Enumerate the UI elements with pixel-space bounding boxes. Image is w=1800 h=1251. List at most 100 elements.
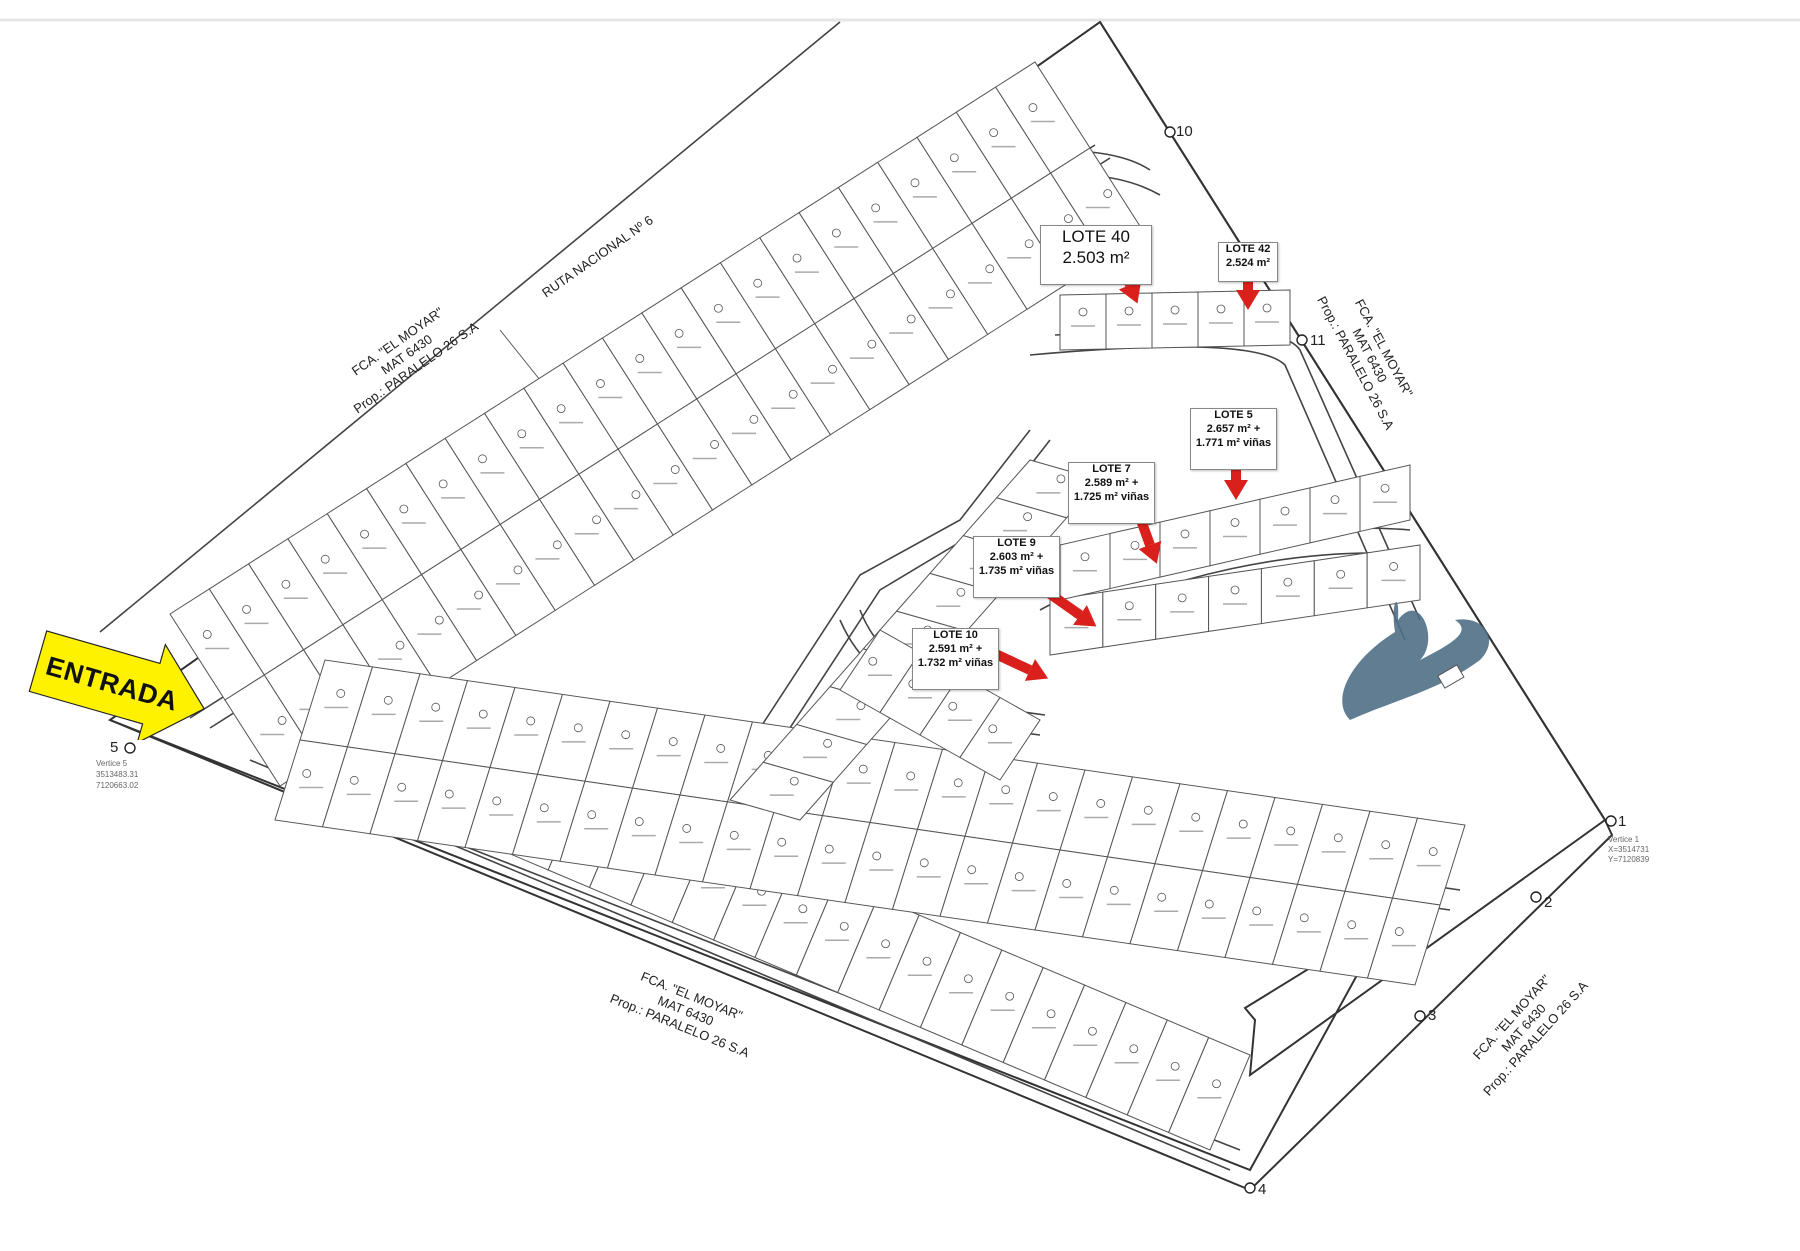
owner-label-southeast: FCA. "EL MOYAR" MAT 6430 Prop.: PARALELO… — [1470, 971, 1591, 1098]
lot-number-circle — [281, 579, 291, 589]
lot-number-circle — [1096, 799, 1106, 808]
lot-number-circle — [716, 744, 726, 753]
lot-number-circle — [674, 328, 684, 338]
callout-lote-40: LOTE 40 2.503 m² — [1040, 225, 1152, 285]
vertex-3-marker — [1414, 1010, 1426, 1022]
vertex-markers — [124, 126, 1617, 1194]
lot-number-circle — [953, 778, 963, 788]
lot-number-circle — [526, 716, 536, 726]
lot-number-circle — [1109, 885, 1119, 895]
lot-parcel — [1155, 575, 1210, 640]
callout-lote-9-vines: 1.735 m² viñas — [978, 564, 1055, 577]
lot-number-circle — [1024, 239, 1034, 249]
callout-lote-9-title: LOTE 9 — [997, 537, 1036, 549]
lot-number-circle — [587, 810, 597, 820]
lot-number-circle — [1262, 303, 1272, 313]
vertex-5-note-line3: 7120663.02 — [96, 781, 139, 790]
lot-number-circle — [434, 615, 444, 625]
vertex-10-label: 10 — [1176, 123, 1193, 140]
callout-lote-10-vines: 1.732 m² viñas — [917, 656, 994, 669]
lot-number-circle — [777, 837, 787, 847]
lot-parcel — [1105, 292, 1153, 350]
highway-edge-line — [99, 21, 841, 633]
lot-number-circle — [789, 776, 799, 786]
lot-number-circle — [910, 178, 920, 188]
lot-number-circle — [713, 303, 723, 313]
lot-parcel — [1260, 560, 1315, 625]
vertex-5-marker — [124, 742, 136, 754]
lot-number-circle — [788, 389, 798, 399]
callout-lote-10-area: 2.591 m² + — [928, 642, 983, 655]
lot-number-circle — [1014, 872, 1024, 881]
lot-number-circle — [1170, 305, 1180, 315]
lot-number-circle — [948, 701, 958, 711]
lot-number-circle — [1157, 892, 1167, 902]
lot-grid — [169, 61, 1466, 1151]
lot-number-circle — [492, 796, 502, 806]
lot-number-circle — [1170, 1061, 1180, 1071]
lot-number-circle — [1046, 1009, 1056, 1019]
vertex-11-label: 11 — [1310, 332, 1326, 349]
lot-number-circle — [1283, 577, 1293, 587]
lot-number-circle — [1130, 540, 1140, 550]
lot-number-circle — [729, 830, 739, 840]
lot-parcel — [1243, 289, 1291, 347]
lot-number-circle — [383, 695, 393, 705]
lot-number-circle — [1216, 304, 1226, 314]
callout-lote-40-area: 2.503 m² — [1062, 248, 1130, 268]
lot-number-circle — [1299, 913, 1309, 923]
lot-number-circle — [1280, 506, 1290, 516]
lot-number-circle — [1005, 991, 1015, 1001]
lot-parcel — [1151, 291, 1199, 349]
lot-number-circle — [963, 974, 973, 984]
lot-number-circle — [871, 203, 881, 213]
callout-lote-42-title: LOTE 42 — [1225, 243, 1271, 255]
lot-number-circle — [302, 769, 312, 778]
lot-number-circle — [431, 702, 441, 712]
lot-number-circle — [1230, 518, 1240, 527]
lot-number-circle — [1143, 805, 1153, 815]
lot-parcel — [1059, 532, 1111, 601]
lot-parcel — [1259, 487, 1311, 555]
pond-house — [1437, 664, 1465, 689]
lot-number-circle — [478, 454, 487, 464]
owner-label-east: FCA. "EL MOYAR" MAT 6430 Prop.: PARALELO… — [1314, 294, 1416, 433]
lot-number-circle — [1428, 847, 1438, 856]
callout-lote-40-title: LOTE 40 — [1061, 227, 1131, 246]
callout-lote-7-vines: 1.725 m² viñas — [1073, 490, 1150, 503]
lot-number-circle — [839, 921, 849, 931]
vertex-4-label: 4 — [1258, 1181, 1266, 1198]
callout-lote-42-area: 2.524 m² — [1225, 256, 1271, 269]
lot-number-circle — [682, 824, 692, 833]
lot-number-circle — [828, 364, 837, 374]
lot-number-circle — [1078, 307, 1088, 317]
lot-parcel — [1167, 1036, 1251, 1151]
lot-number-circle — [1238, 819, 1248, 829]
vertex-1-label: 1 — [1618, 813, 1626, 830]
entrance-arrow: ENTRADA — [28, 630, 205, 740]
lot-parcel — [1197, 290, 1245, 348]
lot-parcel — [1366, 544, 1421, 609]
vertex-5-note-line2: 3513483.31 — [96, 770, 139, 779]
lot-number-circle — [1177, 593, 1187, 603]
lot-number-circle — [1230, 585, 1240, 595]
lot-parcel — [1209, 498, 1261, 567]
lot-number-circle — [349, 775, 359, 785]
lot-number-circle — [634, 817, 644, 826]
vertex-11-marker — [1296, 334, 1308, 346]
lot-number-circle — [1080, 552, 1090, 562]
lot-number-circle — [1347, 920, 1357, 930]
lot-number-circle — [881, 939, 891, 949]
lot-number-circle — [478, 709, 488, 719]
callout-lote-10: LOTE 10 2.591 m² + 1.732 m² viñas — [912, 628, 999, 690]
lot-number-circle — [867, 339, 877, 349]
lot-number-circle — [919, 858, 929, 868]
callout-lote-42: LOTE 42 2.524 m² — [1218, 242, 1278, 282]
lot-number-circle — [596, 379, 605, 388]
vertex-2-label: 2 — [1544, 894, 1552, 911]
lot-parcel — [959, 696, 1041, 781]
lot-number-circle — [946, 289, 955, 299]
lot-number-circle — [360, 529, 369, 539]
callout-lote-7-title: LOTE 7 — [1092, 463, 1131, 475]
